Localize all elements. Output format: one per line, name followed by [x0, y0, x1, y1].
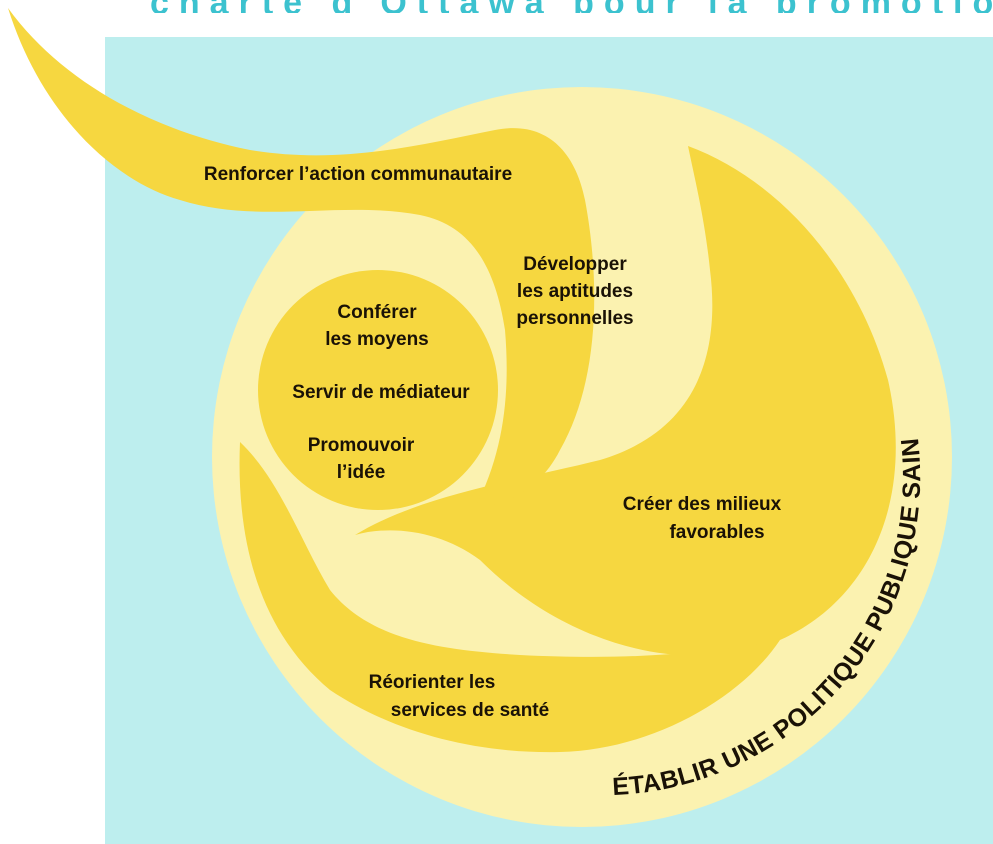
label-advocate-line1: Promouvoir — [308, 435, 415, 456]
swirl-arm-environments — [355, 146, 896, 656]
label-health-services-line1: Réorienter les — [369, 672, 496, 693]
label-personal-skills-line1: Développer — [523, 254, 627, 275]
central-circle — [258, 270, 498, 510]
label-enable-line2: les moyens — [325, 329, 429, 350]
label-environments-line1: Créer des milieux — [623, 494, 782, 515]
label-personal-skills-line2: les aptitudes — [517, 281, 633, 302]
header-title-cropped: charte d'Ottawa pour la promotion de la … — [150, 0, 993, 22]
swirl-arm-health-services — [239, 442, 780, 753]
label-community-action: Renforcer l’action communautaire — [204, 164, 512, 185]
label-enable-line1: Conférer — [337, 302, 417, 323]
label-advocate-line2: l’idée — [337, 462, 386, 483]
header-title: charte d'Ottawa pour la promotion de la … — [150, 0, 993, 22]
label-personal-skills-line3: personnelles — [516, 308, 633, 329]
label-environments-line2: favorables — [669, 522, 764, 543]
swirl-arm-community-action — [8, 8, 595, 508]
label-health-services-line2: services de santé — [391, 700, 549, 721]
label-mediate: Servir de médiateur — [292, 382, 470, 403]
